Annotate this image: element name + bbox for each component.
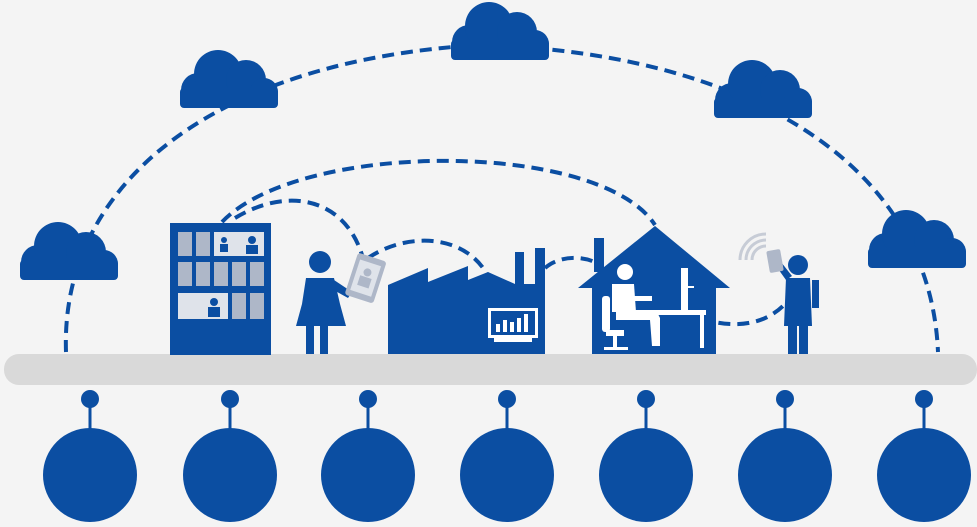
inner-arc-link (220, 158, 657, 227)
network-backbone-bar (4, 354, 977, 385)
network-node-icon (43, 390, 137, 522)
network-node-icon (599, 390, 693, 522)
network-node-icon (877, 390, 971, 522)
network-node-icon (183, 390, 277, 522)
cloud-icon (20, 222, 118, 280)
cloud-icon (868, 210, 966, 268)
network-node-icon (738, 390, 832, 522)
cloud-icon (451, 2, 549, 60)
home-office-icon (578, 226, 730, 354)
factory-icon (388, 248, 545, 354)
woman-to-factory-link (366, 238, 492, 281)
network-node-icon (321, 390, 415, 522)
network-nodes (43, 390, 971, 522)
wall-to-woman-link (233, 198, 364, 256)
factory-to-house-link (543, 255, 602, 270)
network-node-icon (460, 390, 554, 522)
man-with-phone-icon (738, 232, 819, 354)
video-wall-icon (170, 223, 271, 355)
wifi-signal-icon (738, 232, 767, 261)
cloud-icon (714, 60, 812, 118)
woman-with-tablet-icon (296, 251, 386, 354)
cloud-icon (180, 50, 278, 108)
